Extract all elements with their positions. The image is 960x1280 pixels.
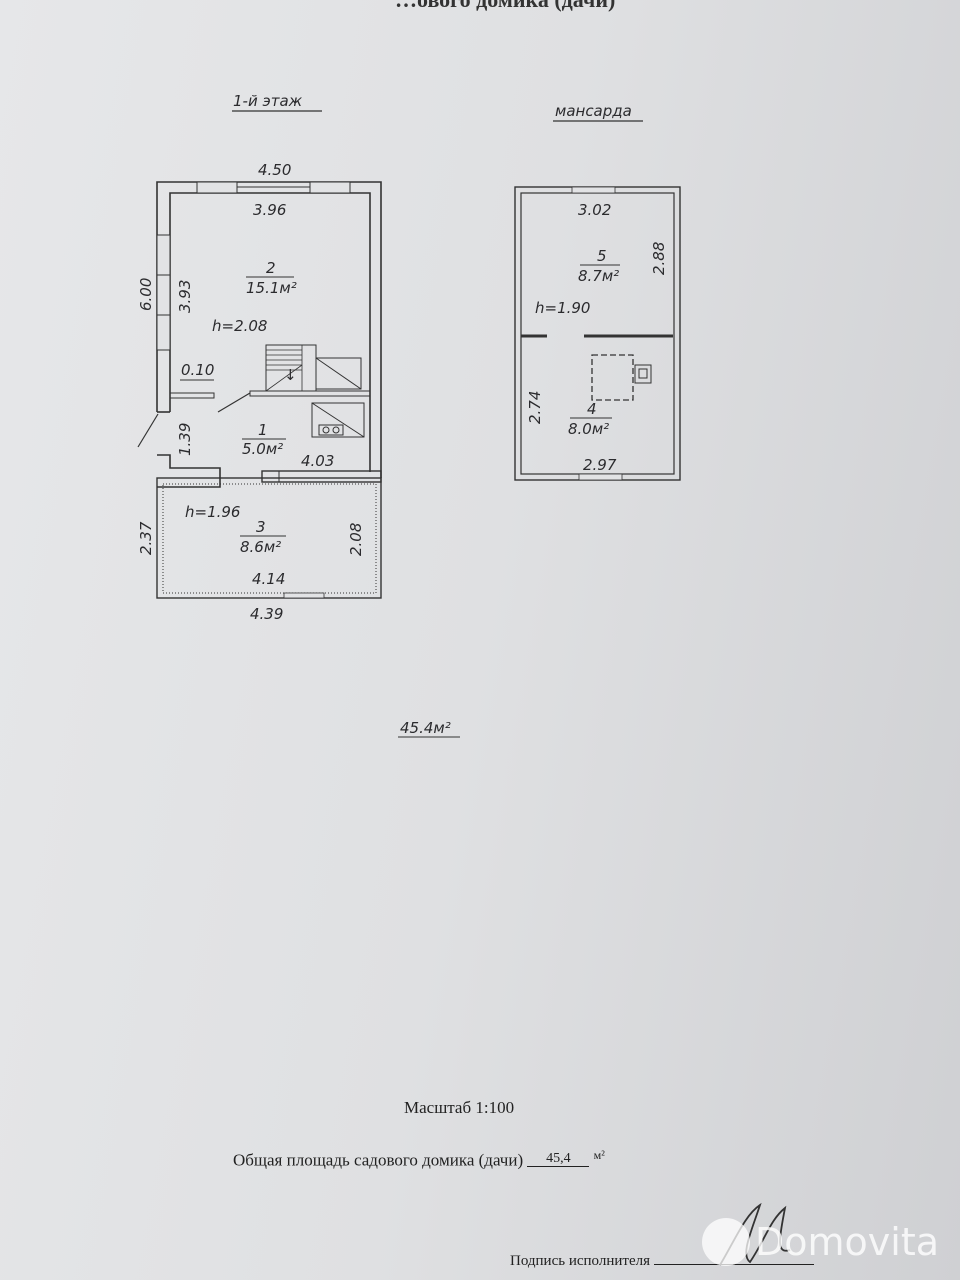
room-2-number: 2 xyxy=(266,259,276,277)
attic-height: h=1.90 xyxy=(535,299,590,317)
dim-veranda-left: 2.37 xyxy=(137,521,155,555)
dim-veranda-outer: 4.39 xyxy=(250,605,283,623)
scale-label: Масштаб 1:100 xyxy=(404,1098,515,1117)
total-area-label: 45.4м² xyxy=(400,719,451,737)
dim-hall-length: 4.03 xyxy=(301,452,334,470)
room-4-number: 4 xyxy=(587,400,597,418)
attic-dim-right: 2.88 xyxy=(650,242,668,275)
floor1-title: 1-й этаж xyxy=(233,92,303,110)
room-3-area: 8.6м² xyxy=(240,538,281,556)
total-area-text: Общая площадь садового домика (дачи) xyxy=(233,1150,524,1170)
attic-walls xyxy=(514,186,681,481)
signature-text: Подпись исполнителя xyxy=(510,1253,650,1269)
height-veranda: h=1.96 xyxy=(185,503,240,521)
height-main: h=2.08 xyxy=(212,317,267,335)
dim-veranda-inner: 4.14 xyxy=(252,570,285,588)
attic-dim-top: 3.02 xyxy=(578,201,611,219)
chimney-icon xyxy=(634,364,652,384)
watermark-logo xyxy=(702,1218,750,1266)
room-3-number: 3 xyxy=(256,518,266,536)
attic-dim-left: 2.74 xyxy=(526,391,544,424)
dim-veranda-right: 2.08 xyxy=(347,523,365,556)
room-5-area: 8.7м² xyxy=(578,267,619,285)
dim-wall: 0.10 xyxy=(181,361,214,379)
room-1-number: 1 xyxy=(258,421,268,439)
stove-icon xyxy=(311,402,365,438)
dim-top-outer: 4.50 xyxy=(258,161,291,179)
floor1-walls: ↓ xyxy=(137,181,382,599)
dim-hall-width: 1.39 xyxy=(176,423,194,456)
dim-top-inner: 3.96 xyxy=(253,201,286,219)
room-2-area: 15.1м² xyxy=(246,279,297,297)
dim-left-outer: 6.00 xyxy=(137,278,155,311)
header-title-fragment: …ового домика (дачи) xyxy=(395,0,615,13)
room-4-area: 8.0м² xyxy=(568,420,609,438)
watermark-text: Domovita xyxy=(755,1220,940,1264)
total-area-line: Общая площадь садового домика (дачи) 45,… xyxy=(233,1148,605,1171)
attic-title: мансарда xyxy=(555,102,632,120)
room-5-number: 5 xyxy=(597,247,607,265)
attic-dim-bottom: 2.97 xyxy=(583,456,617,474)
total-area-value: 45,4 xyxy=(527,1151,590,1167)
svg-text:↓: ↓ xyxy=(284,366,297,384)
room-1-area: 5.0м² xyxy=(242,440,283,458)
total-area-unit: м² xyxy=(593,1148,605,1162)
dim-left-inner: 3.93 xyxy=(176,280,194,313)
